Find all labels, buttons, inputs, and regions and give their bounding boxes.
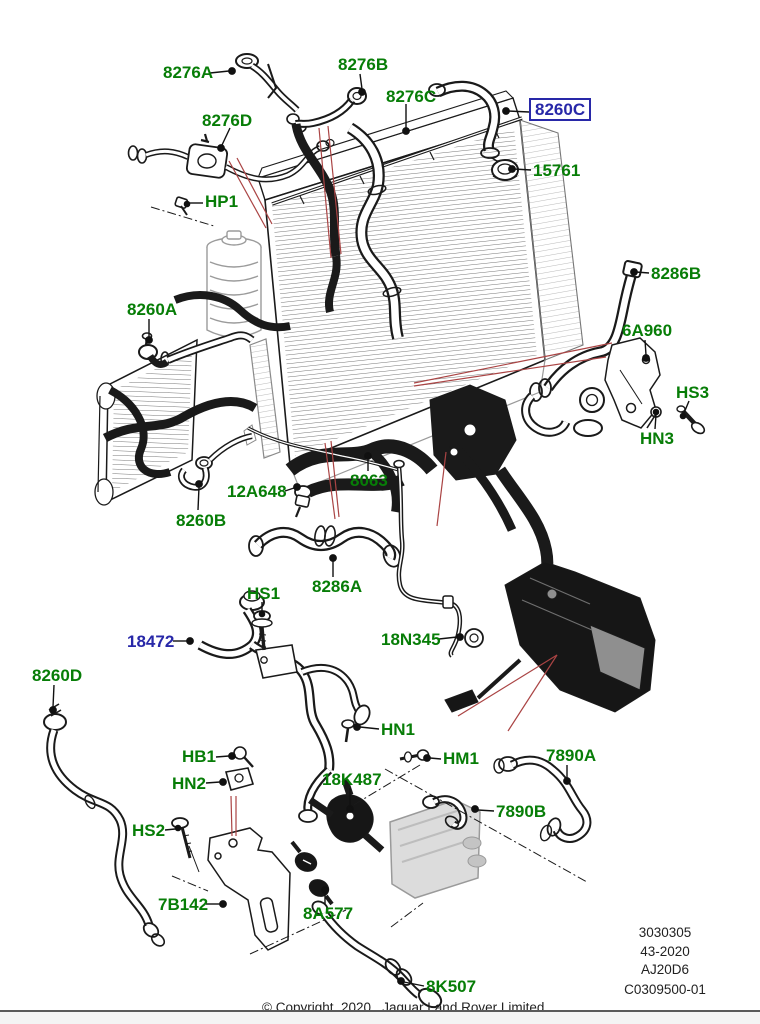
callout-18K487[interactable]: 18K487 xyxy=(322,770,382,789)
pipe-8276c xyxy=(271,116,523,206)
bolt-hn1 xyxy=(341,719,355,743)
hose-8276d xyxy=(127,133,335,183)
callout-7B142[interactable]: 7B142 xyxy=(158,895,209,914)
callout-12A648[interactable]: 12A648 xyxy=(227,482,287,501)
callout-8K507[interactable]: 8K507 xyxy=(426,977,477,996)
hose-8260c xyxy=(428,80,501,159)
callout-HS2[interactable]: HS2 xyxy=(132,821,166,840)
locator-lines xyxy=(228,125,613,837)
callout-18472[interactable]: 18472 xyxy=(127,632,175,651)
callout-HM1[interactable]: HM1 xyxy=(443,749,479,768)
leader-lines xyxy=(49,67,690,987)
hose-8276b xyxy=(295,87,367,128)
callout-8286B[interactable]: 8286B xyxy=(651,264,702,283)
callout-8260C-selected[interactable]: 8260C xyxy=(529,98,592,121)
issue-date: 43-2020 xyxy=(640,944,690,959)
callout-8A577[interactable]: 8A577 xyxy=(303,904,354,923)
callout-8063[interactable]: 8063 xyxy=(350,471,388,490)
callout-HS3[interactable]: HS3 xyxy=(676,383,710,402)
sensor-12a648 xyxy=(294,485,312,518)
oil-cooler xyxy=(389,799,487,899)
hose-7890b xyxy=(422,795,468,830)
copyright-notice: © Copyright 2020 Jaguar Land Rover Limit… xyxy=(262,1000,545,1011)
callout-HP1[interactable]: HP1 xyxy=(205,192,239,211)
bolt-hs3 xyxy=(676,405,706,435)
bottom-divider xyxy=(0,1010,760,1012)
callout-HN2[interactable]: HN2 xyxy=(172,774,207,793)
nut-hn2 xyxy=(224,767,255,791)
callout-15761[interactable]: 15761 xyxy=(533,161,581,180)
hose-8260b xyxy=(177,433,253,491)
valve-18k487 xyxy=(308,778,385,853)
bolt-hb1 xyxy=(233,746,254,768)
callout-8260D[interactable]: 8260D xyxy=(32,666,83,685)
callout-8286A[interactable]: 8286A xyxy=(312,577,363,596)
engine-hose-cluster xyxy=(102,123,438,513)
bolt-hs2 xyxy=(171,817,193,859)
hose-7890a xyxy=(493,755,592,843)
callout-HS1[interactable]: HS1 xyxy=(247,584,281,603)
bottom-margin xyxy=(0,1012,760,1024)
connectors-8a577 xyxy=(290,840,334,906)
callout-HN1[interactable]: HN1 xyxy=(381,720,416,739)
drawing-number: 3030305 xyxy=(638,925,692,940)
callout-8276B[interactable]: 8276B xyxy=(338,55,389,74)
datum-lines xyxy=(150,206,588,955)
hose-8286a xyxy=(248,525,402,568)
callout-18N345[interactable]: 18N345 xyxy=(381,630,441,649)
callout-HB1[interactable]: HB1 xyxy=(182,747,217,766)
callout-8276A[interactable]: 8276A xyxy=(163,63,214,82)
hose-8276a xyxy=(235,53,307,133)
callout-7890B[interactable]: 7890B xyxy=(496,802,547,821)
callout-8276C[interactable]: 8276C xyxy=(386,87,437,106)
heat-shield-part xyxy=(444,561,656,713)
callout-6A960[interactable]: 6A960 xyxy=(622,321,673,340)
hose-8286b xyxy=(521,260,643,437)
aux-radiator xyxy=(94,338,198,506)
illustration-code: C0309500-01 xyxy=(624,982,706,997)
pipe-18n345 xyxy=(393,459,484,658)
callout-7890A[interactable]: 7890A xyxy=(546,746,597,765)
callout-8260B[interactable]: 8260B xyxy=(176,511,227,530)
callout-HN3[interactable]: HN3 xyxy=(640,429,675,448)
callout-8260A[interactable]: 8260A xyxy=(127,300,178,319)
callout-8276D[interactable]: 8276D xyxy=(202,111,253,130)
engine-code: AJ20D6 xyxy=(640,962,690,977)
hose-8260d xyxy=(43,703,166,947)
upper-center-hose xyxy=(346,122,404,340)
hs2-alignment-line xyxy=(188,845,200,873)
bracket-7b142 xyxy=(207,827,291,951)
cap-15761 xyxy=(491,157,519,181)
